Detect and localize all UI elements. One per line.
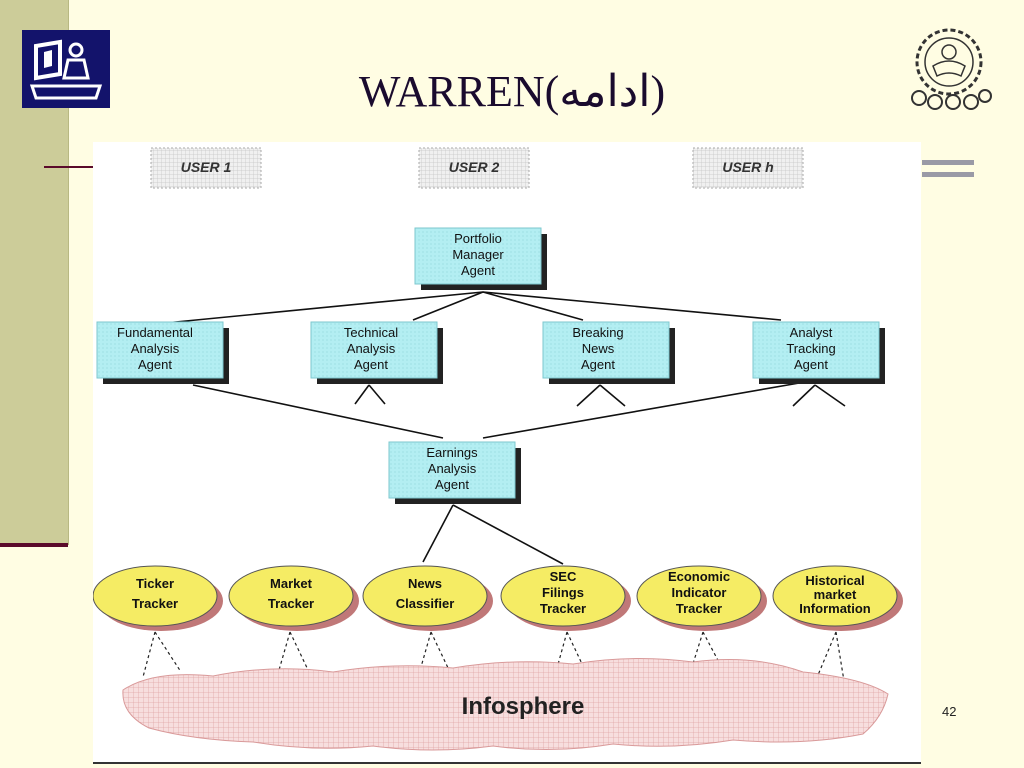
oval-label-line: Tracker (132, 596, 178, 611)
computer-user-logo-icon (22, 30, 110, 108)
user-h-label: USER h (722, 159, 773, 175)
agent-label-line: Manager (452, 247, 504, 262)
economic-indicator-tracker-oval: Economic Indicator Tracker (636, 565, 767, 631)
oval-label-line: Information (799, 601, 871, 616)
agent-label-line: Earnings (426, 445, 478, 460)
historical-market-information-oval: Historical market Information (772, 565, 903, 631)
agent-label-line: Technical (344, 325, 398, 340)
oval-label-line: News (408, 576, 442, 591)
agent-label-line: Analysis (428, 461, 477, 476)
portfolio-manager-agent-box: Portfolio Manager Agent (414, 227, 547, 290)
oval-label-line: Historical (805, 573, 864, 588)
agent-label-line: Analysis (347, 341, 396, 356)
agent-label-line: Agent (581, 357, 615, 372)
oval-label-line: Market (270, 576, 313, 591)
breaking-news-agent-box: Breaking News Agent (542, 321, 675, 384)
oval-label-line: market (814, 587, 857, 602)
agent-label-line: News (582, 341, 615, 356)
oval-label-line: Tracker (540, 601, 586, 616)
technical-analysis-agent-box: Technical Analysis Agent (310, 321, 443, 384)
agent-label-line: Agent (435, 477, 469, 492)
slide-title: WARREN(ادامه) (358, 67, 666, 116)
agent-label-line: Agent (354, 357, 388, 372)
agent-label-line: Agent (138, 357, 172, 372)
oval-label-line: Filings (542, 585, 584, 600)
market-tracker-oval: Market Tracker (228, 565, 359, 631)
agent-label-line: Portfolio (454, 231, 502, 246)
agent-label-line: Analyst (790, 325, 833, 340)
oval-label-line: SEC (550, 569, 577, 584)
user-2-label: USER 2 (449, 159, 500, 175)
analyst-tracking-agent-box: Analyst Tracking Agent (752, 321, 885, 384)
page-number: 42 (942, 704, 957, 719)
earnings-analysis-agent-box: Earnings Analysis Agent (388, 441, 521, 504)
connector-lines (154, 291, 846, 565)
left-divider-rule (0, 543, 68, 547)
oval-label-line: Ticker (136, 576, 174, 591)
oval-label-line: Classifier (396, 596, 455, 611)
university-seal-icon (903, 22, 995, 114)
oval-label-line: Tracker (268, 596, 314, 611)
agent-label-line: Breaking (572, 325, 623, 340)
agent-label-line: Analysis (131, 341, 180, 356)
sec-filings-tracker-oval: SEC Filings Tracker (500, 565, 631, 631)
user-box-2: USER 2 (418, 147, 530, 189)
oval-label-line: Indicator (672, 585, 727, 600)
agent-label-line: Agent (461, 263, 495, 278)
agent-label-line: Fundamental (117, 325, 193, 340)
ticker-tracker-oval: Ticker Tracker (92, 565, 223, 631)
agent-label-line: Tracking (786, 341, 835, 356)
infosphere-label: Infosphere (462, 693, 585, 720)
user-box-h: USER h (692, 147, 804, 189)
oval-label-line: Tracker (676, 601, 722, 616)
title-divider-right-top (922, 160, 974, 165)
user-box-1: USER 1 (150, 147, 262, 189)
news-classifier-oval: News Classifier (362, 565, 493, 631)
user-1-label: USER 1 (181, 159, 232, 175)
warren-architecture-diagram: Infosphere USER 1 USER 2 USER h Portfoli… (92, 142, 921, 764)
title-divider-left (44, 166, 96, 168)
fundamental-analysis-agent-box: Fundamental Analysis Agent (96, 321, 229, 384)
oval-label-line: Economic (668, 569, 730, 584)
title-divider-right-bottom (922, 172, 974, 177)
agent-label-line: Agent (794, 357, 828, 372)
infosphere-cloud: Infosphere (122, 657, 889, 751)
